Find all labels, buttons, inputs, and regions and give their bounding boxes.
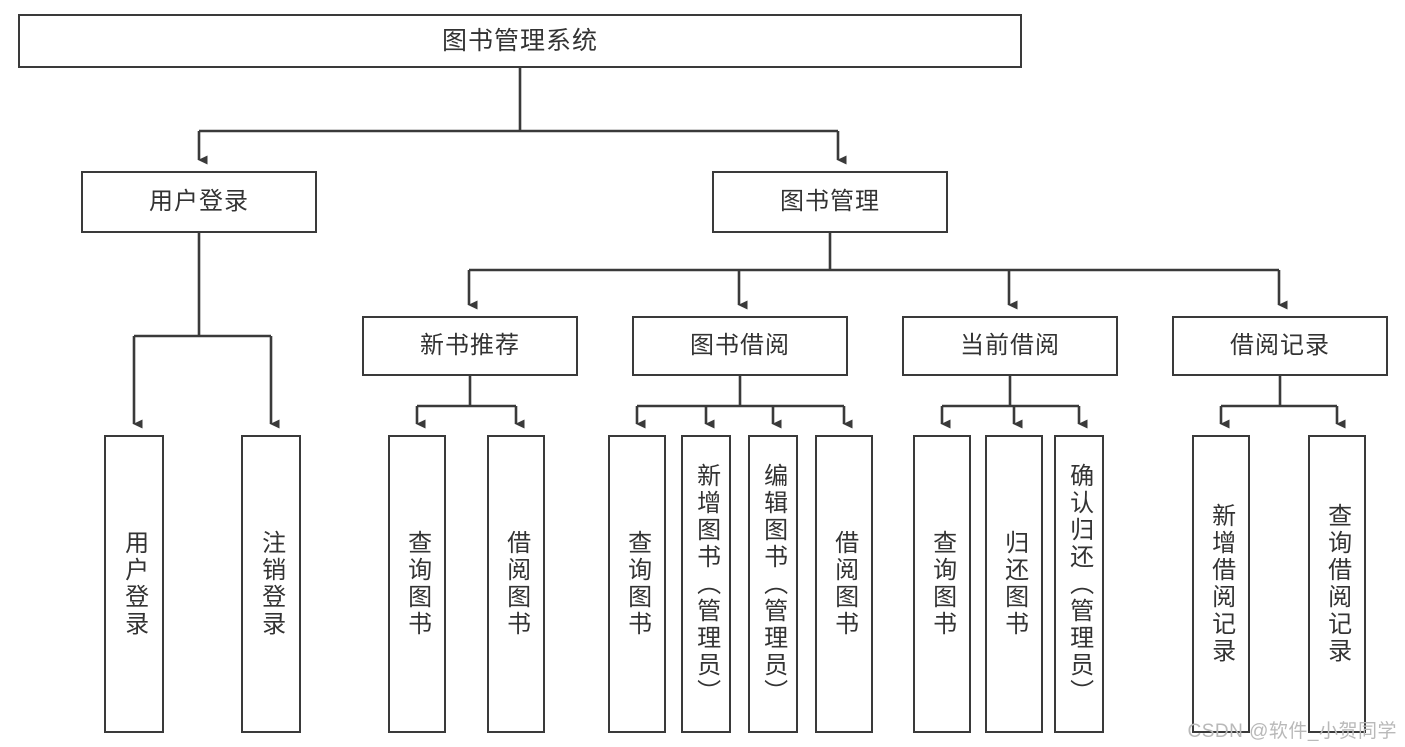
node-leaf-user-login-label: 用户登录 <box>120 530 148 638</box>
node-book-borrow-label: 图书借阅 <box>690 332 790 360</box>
node-leaf-edit-book[interactable]: 编辑图书（管理员） <box>748 435 798 733</box>
node-leaf-user-logout-label: 注销登录 <box>257 530 285 638</box>
node-leaf-query-book-2[interactable]: 查询图书 <box>608 435 666 733</box>
node-root[interactable]: 图书管理系统 <box>18 14 1022 68</box>
node-leaf-add-record-label: 新增借阅记录 <box>1207 503 1235 665</box>
node-leaf-user-login[interactable]: 用户登录 <box>104 435 164 733</box>
node-borrow-record-label: 借阅记录 <box>1230 332 1330 360</box>
node-book-manage[interactable]: 图书管理 <box>712 171 948 233</box>
node-leaf-borrow-book-1-label: 借阅图书 <box>502 530 530 638</box>
node-leaf-add-record[interactable]: 新增借阅记录 <box>1192 435 1250 733</box>
node-book-borrow[interactable]: 图书借阅 <box>632 316 848 376</box>
node-leaf-add-book-label: 新增图书（管理员） <box>692 462 720 706</box>
node-leaf-query-record[interactable]: 查询借阅记录 <box>1308 435 1366 733</box>
node-leaf-return-book[interactable]: 归还图书 <box>985 435 1043 733</box>
node-leaf-query-book-3[interactable]: 查询图书 <box>913 435 971 733</box>
node-leaf-edit-book-label: 编辑图书（管理员） <box>759 462 787 706</box>
node-leaf-query-book-3-label: 查询图书 <box>928 530 956 638</box>
node-leaf-confirm-return[interactable]: 确认归还（管理员） <box>1054 435 1104 733</box>
node-new-book-recommend[interactable]: 新书推荐 <box>362 316 578 376</box>
node-leaf-query-book-1-label: 查询图书 <box>403 530 431 638</box>
node-user-login-label: 用户登录 <box>149 188 249 216</box>
node-root-label: 图书管理系统 <box>441 26 598 55</box>
node-leaf-query-book-1[interactable]: 查询图书 <box>388 435 446 733</box>
node-new-book-recommend-label: 新书推荐 <box>420 332 520 360</box>
node-user-login[interactable]: 用户登录 <box>81 171 317 233</box>
node-leaf-query-record-label: 查询借阅记录 <box>1323 503 1351 665</box>
watermark-text: CSDN @软件_小贺同学 <box>1187 721 1397 742</box>
node-leaf-confirm-return-label: 确认归还（管理员） <box>1065 462 1093 706</box>
node-leaf-borrow-book-2[interactable]: 借阅图书 <box>815 435 873 733</box>
node-borrow-record[interactable]: 借阅记录 <box>1172 316 1388 376</box>
node-leaf-add-book[interactable]: 新增图书（管理员） <box>681 435 731 733</box>
node-leaf-borrow-book-2-label: 借阅图书 <box>830 530 858 638</box>
node-leaf-user-logout[interactable]: 注销登录 <box>241 435 301 733</box>
node-leaf-return-book-label: 归还图书 <box>1000 530 1028 638</box>
node-book-manage-label: 图书管理 <box>780 188 880 216</box>
node-current-borrow[interactable]: 当前借阅 <box>902 316 1118 376</box>
node-current-borrow-label: 当前借阅 <box>960 332 1060 360</box>
node-leaf-query-book-2-label: 查询图书 <box>623 530 651 638</box>
node-leaf-borrow-book-1[interactable]: 借阅图书 <box>487 435 545 733</box>
